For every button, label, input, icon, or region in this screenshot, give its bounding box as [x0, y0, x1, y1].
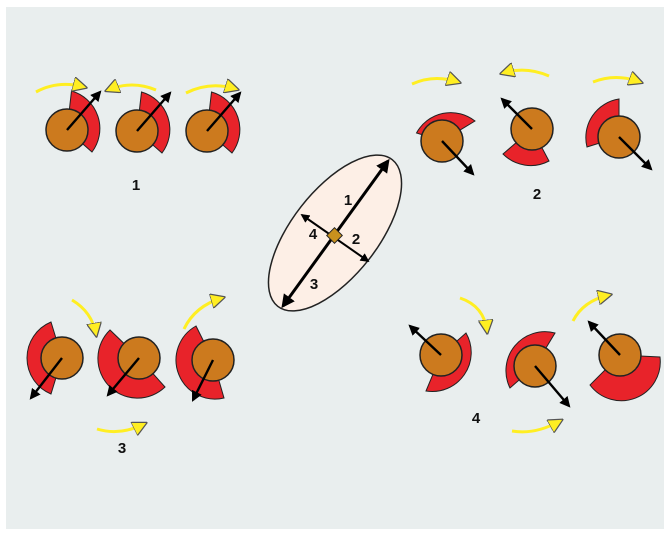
group-label-4: 4	[472, 410, 481, 427]
group-label-3: 3	[118, 440, 126, 457]
ellipse-label-3: 3	[310, 276, 318, 293]
group-label-2: 2	[533, 186, 541, 203]
ellipse-label-4: 4	[309, 226, 318, 243]
ellipse-label-2: 2	[352, 231, 360, 248]
ellipse-label-1: 1	[344, 192, 352, 209]
group-label-1: 1	[132, 177, 140, 194]
